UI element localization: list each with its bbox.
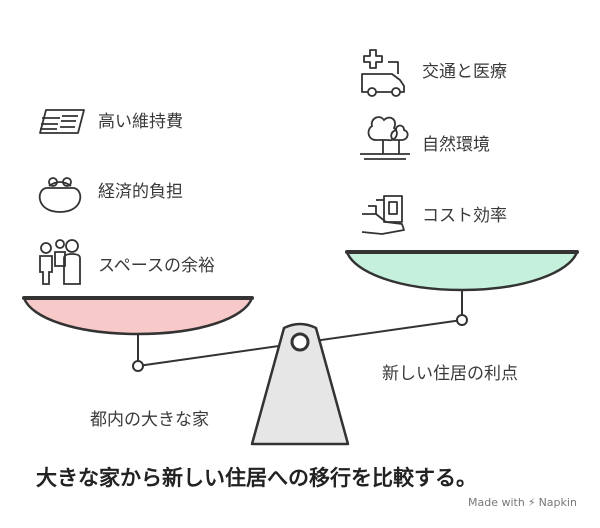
- left-pan: [24, 298, 252, 334]
- fulcrum-pivot: [290, 332, 310, 352]
- right-item-cost-efficiency: コスト効率: [422, 206, 507, 226]
- trees-icon: [360, 116, 410, 160]
- money-stack-icon: [39, 109, 85, 134]
- right-joint: [456, 314, 468, 326]
- coin-purse-icon: [38, 177, 82, 213]
- diagram-title: 大きな家から新しい住居への移行を比較する。: [36, 466, 477, 490]
- left-item-space: スペースの余裕: [98, 256, 215, 276]
- credit-text: Made with: [468, 496, 525, 509]
- left-pan-outline: [22, 296, 254, 336]
- right-item-nature: 自然環境: [422, 135, 490, 155]
- napkin-logo-icon: ⚡: [527, 496, 536, 509]
- left-item-maintenance-cost: 高い維持費: [98, 112, 183, 132]
- family-people-icon: [39, 239, 81, 285]
- left-item-financial-burden: 経済的負担: [98, 182, 183, 202]
- credit[interactable]: Made with ⚡ Napkin: [468, 496, 577, 509]
- right-pan: [347, 252, 577, 290]
- ambulance-icon: [361, 49, 405, 97]
- right-item-transport-medical: 交通と医療: [422, 62, 507, 82]
- right-pan-outline: [345, 250, 579, 292]
- right-caption: 新しい住居の利点: [382, 364, 518, 384]
- money-hand-icon: [361, 195, 405, 235]
- left-joint: [132, 360, 144, 372]
- credit-brand: Napkin: [538, 496, 577, 509]
- left-caption: 都内の大きな家: [90, 410, 209, 430]
- fulcrum: [250, 322, 350, 446]
